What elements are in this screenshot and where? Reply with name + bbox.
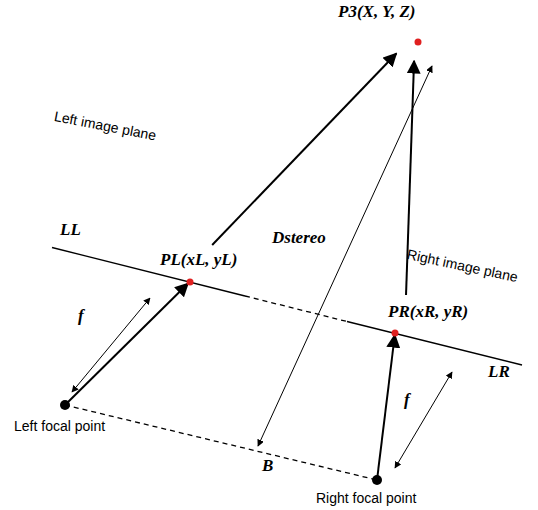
- line-label: LL: [60, 220, 81, 240]
- ray-right: [377, 335, 395, 480]
- node-label: Right image plane: [406, 246, 520, 285]
- line-label: LR: [488, 362, 510, 382]
- projection-ray: [212, 53, 396, 244]
- world-point: [415, 39, 422, 46]
- node-label: PR(xR, yR): [388, 302, 468, 322]
- node-label: P3(X, Y, Z): [338, 2, 415, 22]
- epipolar-dashed: [245, 296, 347, 322]
- focal-point: [60, 400, 70, 410]
- focal-length-label: f: [78, 306, 84, 326]
- baseline-label: B: [262, 456, 273, 476]
- focal-length-arrow: [72, 298, 150, 392]
- node-label: Left image plane: [53, 108, 158, 144]
- image-plane: Left image planeLL PL(xL, yL): [52, 104, 245, 310]
- epipolar-line-left: [52, 248, 245, 297]
- node-label: PL(xL, yL): [160, 250, 237, 270]
- plane-shape: [52, 140, 245, 310]
- image-point-node: PL(xL, yL): [158, 236, 241, 300]
- epipolar-line-right: [347, 322, 522, 366]
- plane-shape: [347, 232, 522, 418]
- baseline: [65, 405, 377, 480]
- focal-length-label: f: [404, 390, 410, 410]
- focal-point-label: Right focal point: [316, 490, 416, 506]
- image-point: [392, 330, 399, 337]
- focal-point: [372, 475, 382, 485]
- focal-point-label: Left focal point: [14, 418, 105, 434]
- image-point-node: PR(xR, yR): [375, 295, 472, 355]
- distance-label: Dstereo: [272, 228, 326, 248]
- focal-length-arrow: [395, 372, 452, 468]
- image-plane: Right image planeLR PR(xR, yR): [347, 232, 526, 418]
- ray-left: [65, 284, 188, 406]
- image-point: [187, 279, 194, 286]
- world-point-node: P3(X, Y, Z): [330, 0, 480, 62]
